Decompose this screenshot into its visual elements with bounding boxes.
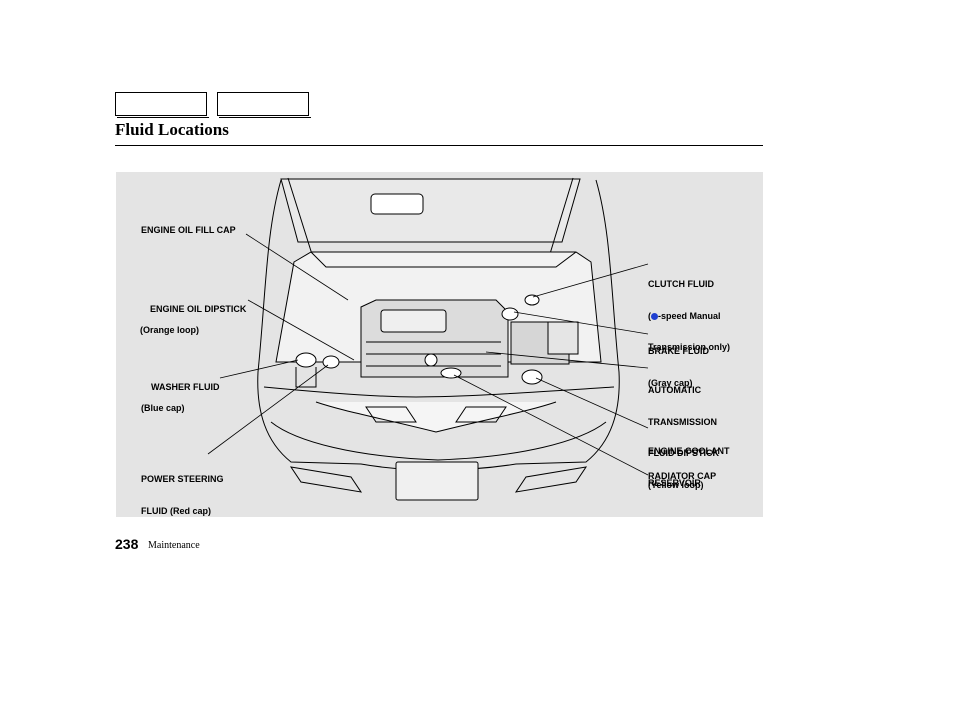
label-atf-sub: (Yellow loop) — [648, 479, 704, 490]
label-clutch-fluid-sub-rest: -speed Manual — [658, 310, 721, 321]
page-number: 238 — [115, 536, 139, 552]
grille — [315, 401, 557, 433]
highlight-dot — [651, 312, 658, 320]
washer-reservoir — [295, 352, 317, 368]
engine-bay-drawing — [207, 177, 649, 501]
label-atf-dipstick: AUTOMATIC TRANSMISSION FLUID DIPSTICK (Y… — [648, 364, 719, 511]
label-clutch-fluid-sub2: Transmission only) — [648, 342, 731, 352]
label-clutch-fluid: CLUTCH FLUID ( -speed Manual Transmission… — [648, 258, 730, 374]
fog-lights — [289, 466, 588, 493]
label-engine-oil-fill-cap: ENGINE OIL FILL CAP — [141, 225, 236, 235]
label-atf-line3: FLUID DIPSTICK — [648, 448, 719, 458]
label-brake-fluid: BRAKE FLUID (Gray cap) — [648, 325, 709, 409]
oil-fill-cap — [424, 353, 438, 367]
hood-latch — [370, 193, 424, 215]
engine-bay-illustration: ENGINE OIL FILL CAP ENGINE OIL DIPSTICK … — [116, 172, 763, 517]
coolant-reservoir — [521, 369, 543, 385]
label-coolant-line2: RESERVOIR — [648, 477, 701, 488]
label-atf-line1: AUTOMATIC — [648, 385, 702, 395]
label-atf-line2: TRANSMISSION — [648, 416, 718, 427]
page-title: Fluid Locations — [115, 120, 229, 139]
title-rule — [115, 145, 763, 146]
nav-tab-left[interactable] — [115, 92, 209, 118]
license-plate — [395, 461, 479, 501]
brake-reservoir — [501, 307, 519, 321]
label-engine-oil-dipstick-title: ENGINE OIL DIPSTICK — [150, 303, 247, 314]
radiator-cap — [440, 367, 462, 379]
leader-lines — [207, 233, 649, 476]
label-brake-fluid-sub: (Gray cap) — [648, 377, 693, 388]
label-clutch-fluid-title: CLUTCH FLUID — [648, 279, 714, 289]
bumper-top — [263, 386, 615, 398]
hood-panel — [280, 178, 581, 243]
label-washer-fluid-title: WASHER FLUID — [151, 381, 220, 392]
label-engine-oil-dipstick-sub: (Orange loop) — [140, 324, 199, 335]
nav-tab-right[interactable] — [217, 92, 311, 118]
label-power-steering: POWER STEERING FLUID (Red cap) — [141, 453, 224, 537]
label-power-steering-line2: FLUID (Red cap) — [141, 505, 212, 516]
label-radiator-cap: RADIATOR CAP — [648, 471, 717, 481]
label-washer-fluid-sub: (Blue cap) — [141, 402, 185, 413]
label-clutch-fluid-sub: ( -speed Manual — [648, 311, 730, 322]
label-power-steering-line1: POWER STEERING — [141, 474, 224, 484]
label-washer-fluid: WASHER FLUID (Blue cap) — [141, 371, 220, 434]
power-steering-reservoir — [322, 355, 340, 369]
label-clutch-fluid-paren: ( — [648, 310, 651, 321]
label-brake-fluid-title: BRAKE FLUID — [648, 346, 709, 356]
label-coolant-line1: ENGINE COOLANT — [648, 446, 730, 456]
section-name: Maintenance — [148, 540, 200, 551]
clutch-reservoir — [524, 294, 540, 306]
label-engine-oil-dipstick: ENGINE OIL DIPSTICK (Orange loop) — [140, 293, 246, 356]
label-engine-coolant: ENGINE COOLANT RESERVOIR — [648, 425, 730, 509]
